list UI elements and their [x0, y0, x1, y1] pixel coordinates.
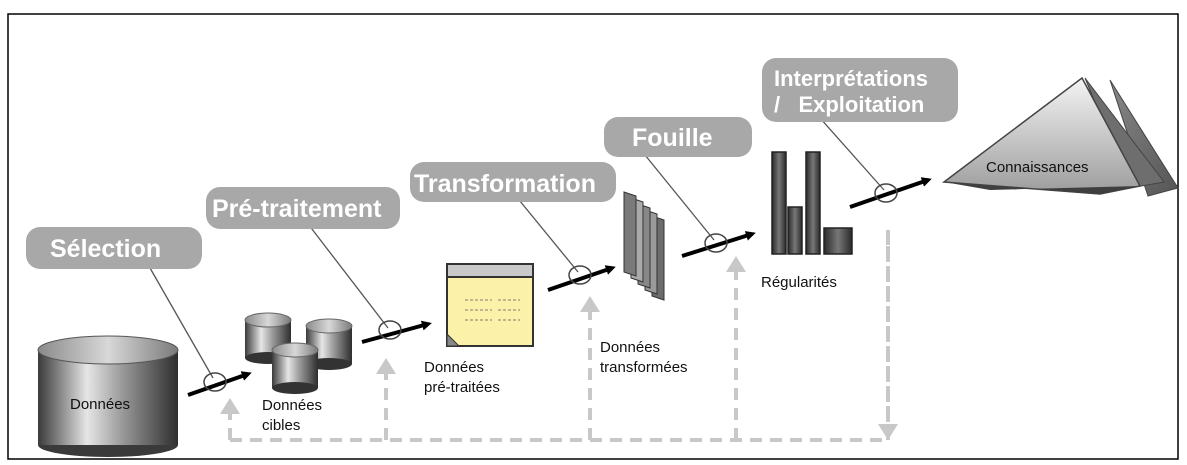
regularites-label: Régularités [761, 274, 837, 291]
pyramid-icon [941, 76, 1179, 197]
stacked-panels-icon [623, 191, 665, 301]
donnees-transformees-label-1: Données [600, 339, 660, 356]
bar-icon [771, 151, 853, 255]
arrow-nodes [203, 183, 898, 392]
stage-transformation: Transformation [410, 162, 616, 202]
donnees-cylinder-icon [37, 335, 179, 457]
donnees-cibles-icon [244, 312, 353, 394]
process-arrows [187, 177, 932, 397]
feedback-loop [228, 230, 890, 442]
donnees-label: Données [70, 396, 130, 413]
diagram-frame [7, 13, 1179, 460]
donnees-cibles-label-2: cibles [262, 417, 300, 434]
stage-pretraitement: Pré-traitement [206, 187, 400, 229]
stage-pretraitement-label: Pré-traitement [212, 195, 382, 223]
connaissances-label: Connaissances [986, 159, 1089, 176]
document-icon [446, 263, 534, 347]
bubble-connectors [149, 117, 885, 379]
stage-selection: Sélection [26, 227, 202, 269]
stage-fouille: Fouille [604, 117, 752, 157]
donnees-pretraitees-label-2: pré-traitées [424, 379, 500, 396]
stage-interpretation-label-1: Interprétations [774, 66, 928, 91]
stage-interpretation-label-2: / Exploitation [774, 92, 924, 117]
stage-fouille-label: Fouille [632, 124, 713, 152]
donnees-pretraitees-label-1: Données [424, 359, 484, 376]
donnees-cibles-label-1: Données [262, 397, 322, 414]
feedback-arrowheads [220, 256, 898, 440]
stage-interpretation: Interprétations / Exploitation [762, 58, 958, 122]
stage-selection-label: Sélection [50, 235, 161, 263]
donnees-transformees-label-2: transformées [600, 359, 688, 376]
stage-transformation-label: Transformation [414, 170, 596, 198]
